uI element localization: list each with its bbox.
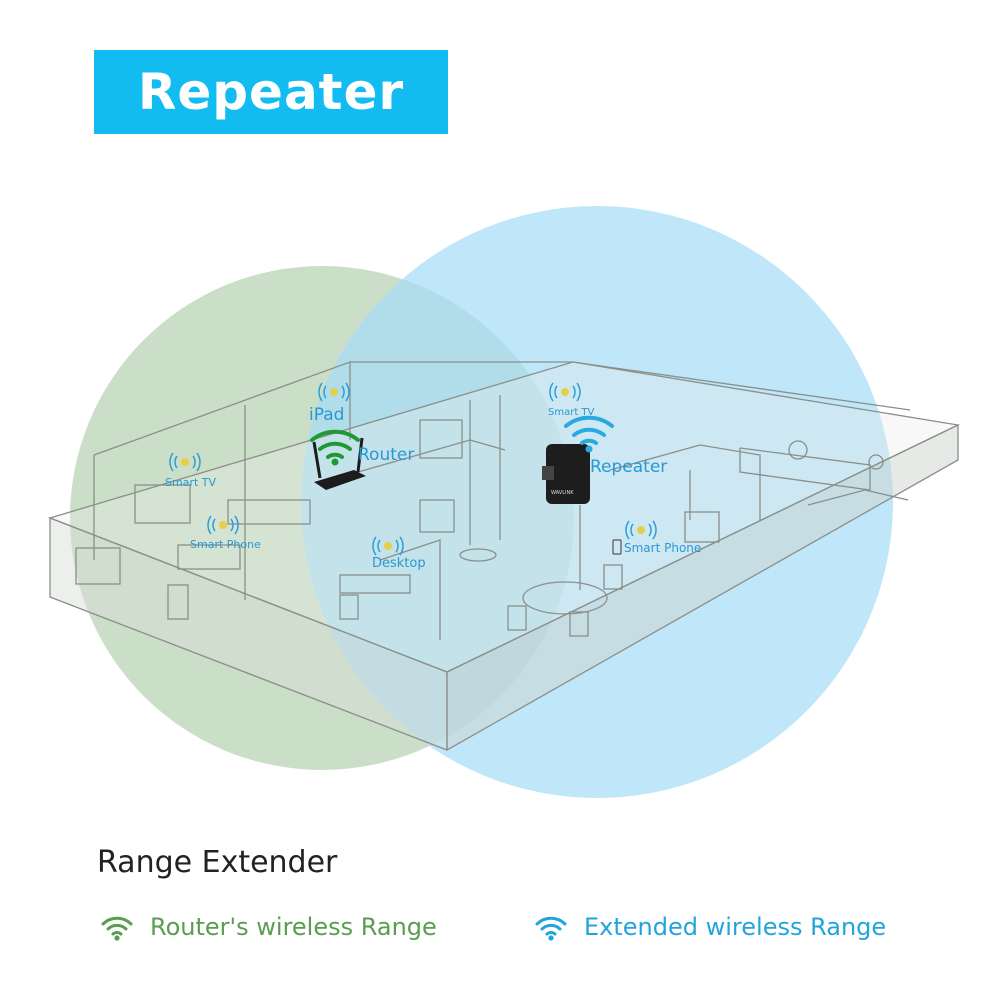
client-ipad: iPad — [309, 382, 350, 425]
legend-extended-range-label: Extended wireless Range — [584, 913, 887, 941]
banner: Repeater — [94, 50, 448, 134]
ipad-signal-icon — [318, 382, 350, 402]
wall — [379, 539, 441, 640]
cabinet — [684, 511, 720, 543]
wall — [609, 444, 761, 520]
smart-phone-left-label: Smart Phone — [190, 538, 261, 551]
smart-tv-right-label: Smart TV — [548, 407, 595, 418]
caption: Range Extender — [97, 845, 338, 880]
kitchen-counter — [739, 447, 871, 491]
chair — [507, 605, 527, 631]
tv-stand — [134, 484, 191, 524]
legend-extended-range: Extended wireless Range — [534, 910, 886, 944]
cabinet — [419, 419, 463, 459]
door — [167, 584, 189, 620]
client-smart-tv-left: Smart TV — [165, 452, 216, 489]
repeater-wifi-icon — [564, 415, 614, 453]
smart-tv-left-signal-icon — [169, 452, 201, 472]
desktop-signal-icon — [372, 536, 404, 556]
wifi-icon — [535, 916, 567, 941]
smart-phone-left-signal-icon — [207, 515, 239, 535]
banner-title: Repeater — [137, 63, 405, 121]
chair — [603, 564, 623, 590]
repeater-brand: WAVLINK — [551, 490, 574, 496]
router-label: Router — [358, 445, 414, 465]
floor-slab-front-right — [446, 423, 959, 752]
cabinet — [75, 547, 121, 585]
dining-table — [522, 581, 608, 615]
client-smart-phone-left: Smart Phone — [190, 515, 261, 551]
pot — [788, 440, 808, 460]
smart-phone-right-device — [612, 539, 622, 555]
legend-router-range: Router's wireless Range — [100, 910, 437, 944]
ipad-label: iPad — [309, 405, 344, 425]
chair — [339, 594, 359, 620]
wall — [329, 439, 506, 481]
smart-phone-right-label: Smart Phone — [624, 541, 701, 555]
smart-tv-left-label: Smart TV — [165, 476, 216, 489]
sofa — [227, 499, 311, 525]
router-wifi-icon — [310, 429, 360, 466]
client-smart-phone-right: Smart Phone — [612, 520, 701, 555]
pot — [868, 454, 884, 470]
wifi-icon — [101, 916, 133, 941]
repeater-device: WAVLINK — [542, 444, 590, 504]
legend-router-range-label: Router's wireless Range — [150, 913, 437, 941]
smart-phone-right-signal-icon — [625, 520, 657, 540]
desktop-label: Desktop — [372, 556, 426, 571]
table — [177, 544, 241, 570]
wall — [807, 489, 909, 506]
small-table — [459, 548, 497, 562]
back-wall-right — [350, 361, 911, 411]
cabinet — [419, 499, 455, 533]
extended-range-circle — [301, 206, 893, 798]
repeater-label: Repeater — [590, 457, 667, 477]
floor-plan — [47, 361, 961, 752]
desk — [339, 574, 411, 594]
client-smart-tv-right: Smart TV — [548, 382, 595, 418]
router-device — [312, 437, 366, 490]
client-desktop: Desktop — [372, 536, 426, 571]
smart-tv-right-signal-icon — [549, 382, 581, 402]
chair — [569, 611, 589, 637]
